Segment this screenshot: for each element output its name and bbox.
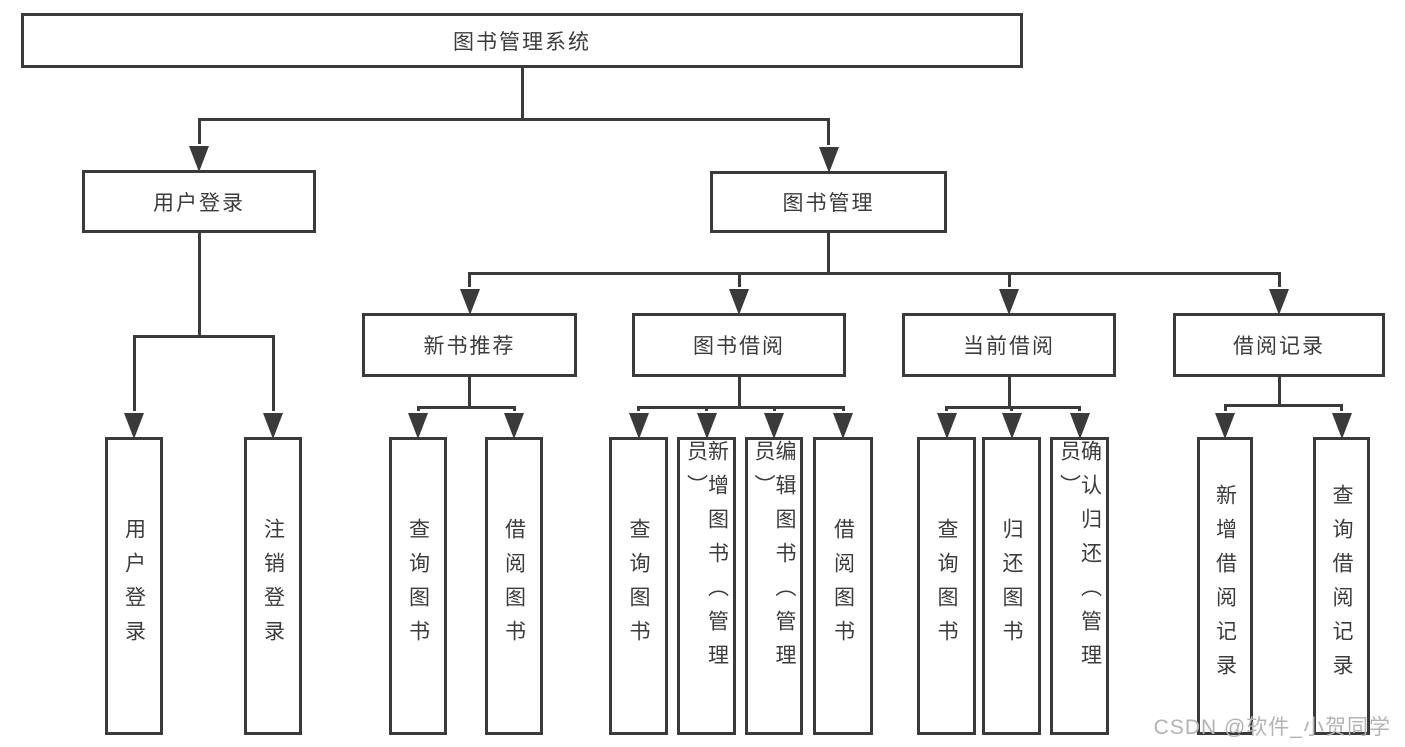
node-label-cb-query-books: 查询图书 (935, 518, 958, 654)
node-current-borrowing: 当前借阅 (902, 313, 1116, 377)
node-bb-edit-books: 编辑图书（管理员） (745, 437, 803, 735)
arrowhead-user-login-leaf (124, 413, 144, 439)
node-bb-add-books: 新增图书（管理员） (677, 437, 736, 735)
connector-stem-user-login (197, 233, 201, 336)
node-label-cb-return-books: 归还图书 (1000, 518, 1023, 654)
node-new-book-recommend: 新书推荐 (362, 313, 577, 377)
node-label-nb-borrow-books: 借阅图书 (502, 518, 526, 654)
node-book-borrowing: 图书借阅 (632, 313, 846, 377)
arrowhead-current-borrowing (999, 289, 1019, 315)
connector-stem-new-book-recommend (468, 377, 471, 407)
arrowhead-bb-add-books (696, 413, 717, 439)
arrowhead-cb-return-books (1001, 413, 1022, 439)
connector-drop-nb-borrow-books (512, 407, 516, 411)
node-label-nb-query-books: 查询图书 (406, 518, 430, 654)
node-logout-leaf: 注销登录 (244, 437, 302, 735)
arrowhead-borrowing-records (1269, 289, 1289, 315)
arrowhead-book-management (818, 147, 839, 173)
connector-drop-bb-edit-books (772, 407, 776, 411)
node-label-logout-leaf: 注销登录 (261, 518, 285, 654)
connector-drop-new-book-recommend (468, 273, 471, 287)
arrowhead-nb-borrow-books (504, 413, 524, 439)
arrowhead-cb-query-books (936, 413, 957, 439)
connector-stem-book-borrowing (737, 377, 741, 407)
connector-stem-library-system (520, 68, 524, 119)
arrowhead-br-add-record (1215, 413, 1235, 439)
connector-drop-bb-query-books (637, 407, 640, 411)
arrowhead-cb-confirm-return (1069, 413, 1090, 439)
arrowhead-logout-leaf (263, 413, 283, 439)
node-label-book-management: 图书管理 (782, 192, 875, 215)
arrowhead-bb-edit-books (764, 413, 784, 439)
arrowhead-bb-query-books (628, 413, 649, 439)
node-cb-query-books: 查询图书 (917, 437, 976, 735)
connector-bus-book-management (468, 271, 1281, 275)
connector-drop-nb-query-books (416, 407, 420, 411)
connector-drop-br-add-record (1223, 405, 1227, 411)
node-nb-borrow-books: 借阅图书 (485, 437, 543, 735)
connector-drop-cb-query-books (945, 407, 948, 411)
node-cb-confirm-return: 确认归还（管理员） (1050, 437, 1109, 735)
connector-bus-library-system (197, 117, 830, 121)
node-user-login-leaf: 用户登录 (105, 437, 163, 735)
arrowhead-book-borrowing (729, 289, 749, 315)
connector-bus-user-login (132, 334, 275, 338)
node-bb-borrow-books: 借阅图书 (813, 437, 873, 735)
node-user-login: 用户登录 (82, 170, 316, 233)
arrowhead-user-login (189, 146, 209, 172)
connector-drop-borrowing-records (1277, 273, 1281, 287)
node-borrowing-records: 借阅记录 (1173, 313, 1385, 377)
node-label-borrowing-records: 借阅记录 (1233, 335, 1325, 358)
connector-bus-book-borrowing (637, 405, 845, 409)
connector-drop-cb-return-books (1010, 407, 1013, 411)
node-bb-query-books: 查询图书 (609, 437, 668, 735)
watermark: CSDN @软件_小贺同学 (1153, 716, 1391, 739)
connector-stem-book-management (827, 233, 830, 273)
node-label-library-system: 图书管理系统 (453, 30, 591, 54)
node-label-cb-confirm-return: 确认归还（管理员） (1057, 440, 1102, 678)
connector-drop-bb-add-books (705, 407, 708, 411)
node-label-br-query-record: 查询借阅记录 (1330, 484, 1353, 688)
node-br-query-record: 查询借阅记录 (1313, 437, 1370, 735)
connector-bus-current-borrowing (945, 405, 1081, 409)
connector-stem-borrowing-records (1277, 377, 1281, 405)
arrowhead-br-query-record (1331, 413, 1352, 439)
connector-drop-user-login (197, 119, 201, 144)
node-label-bb-add-books: 新增图书（管理员） (684, 440, 729, 678)
connector-drop-bb-borrow-books (841, 407, 845, 411)
node-label-bb-query-books: 查询图书 (627, 518, 650, 654)
node-library-system: 图书管理系统 (21, 13, 1023, 68)
node-label-user-login: 用户登录 (153, 191, 245, 215)
connector-drop-book-management (827, 119, 830, 145)
connector-drop-cb-confirm-return (1078, 407, 1081, 411)
arrowhead-nb-query-books (408, 413, 428, 439)
arrowhead-bb-borrow-books (833, 413, 853, 439)
node-label-current-borrowing: 当前借阅 (963, 335, 1055, 358)
arrowhead-new-book-recommend (459, 289, 480, 315)
connector-bus-borrowing-records (1223, 403, 1343, 407)
node-label-new-book-recommend: 新书推荐 (423, 335, 516, 358)
node-label-bb-borrow-books: 借阅图书 (831, 518, 855, 654)
node-label-user-login-leaf: 用户登录 (122, 518, 146, 654)
connector-bus-new-book-recommend (416, 405, 516, 409)
connector-drop-br-query-record (1340, 405, 1343, 411)
node-br-add-record: 新增借阅记录 (1197, 437, 1253, 735)
connector-stem-current-borrowing (1007, 377, 1011, 407)
connector-drop-logout-leaf (271, 336, 275, 411)
node-cb-return-books: 归还图书 (982, 437, 1041, 735)
node-label-br-add-record: 新增借阅记录 (1213, 484, 1237, 688)
node-book-management: 图书管理 (710, 171, 947, 233)
node-label-book-borrowing: 图书借阅 (693, 335, 785, 358)
connector-drop-user-login-leaf (132, 336, 136, 411)
connector-drop-current-borrowing (1007, 273, 1011, 287)
node-nb-query-books: 查询图书 (389, 437, 447, 735)
connector-drop-book-borrowing (737, 273, 741, 287)
node-label-bb-edit-books: 编辑图书（管理员） (752, 440, 796, 678)
